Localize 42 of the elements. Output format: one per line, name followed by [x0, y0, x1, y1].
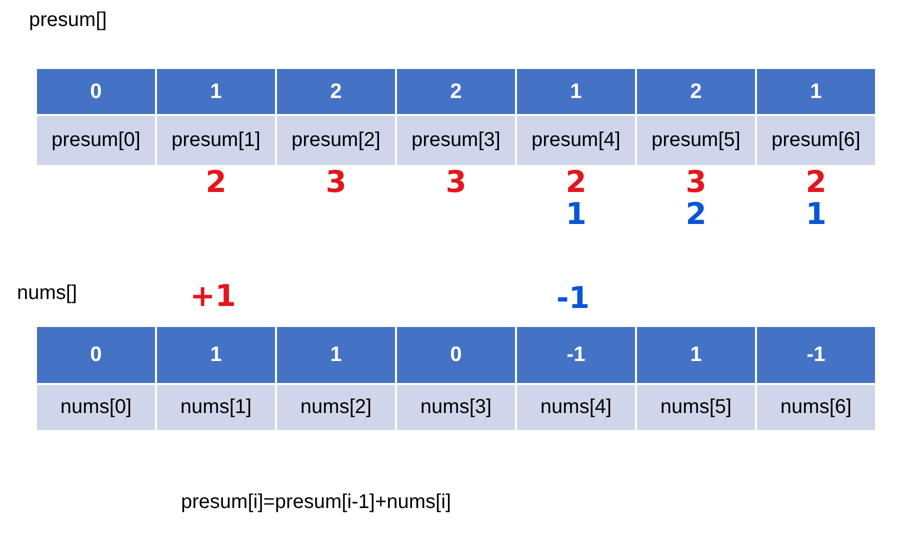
handwritten-number: 3 [326, 168, 346, 198]
table-cell: nums[0] [37, 385, 155, 430]
table-cell: nums[1] [157, 385, 275, 430]
handwritten-number: 2 [206, 168, 226, 198]
table-cell: nums[5] [637, 385, 755, 430]
table-cell: nums[6] [757, 385, 875, 430]
table-header-cell: 1 [157, 327, 275, 383]
handwritten-number: 1 [806, 200, 826, 230]
table-header-cell: 0 [397, 327, 515, 383]
table-cell: presum[5] [637, 116, 755, 165]
handwritten-number: 2 [806, 168, 826, 198]
table-cell: presum[3] [397, 116, 515, 165]
table-header-cell: 1 [757, 69, 875, 114]
handwritten-number: 3 [686, 168, 706, 198]
table-header-cell: 1 [157, 69, 275, 114]
table-cell: nums[4] [517, 385, 635, 430]
table-header-cell: -1 [517, 327, 635, 383]
handwritten-number: -1 [556, 284, 590, 314]
table-cell: nums[2] [277, 385, 395, 430]
array-label: nums[] [17, 282, 78, 305]
table-cell: presum[6] [757, 116, 875, 165]
table-header-cell: 0 [37, 327, 155, 383]
handwritten-number: 2 [566, 168, 586, 198]
handwritten-number: 1 [566, 200, 586, 230]
handwritten-number: +1 [190, 282, 236, 312]
formula-text: presum[i]=presum[i-1]+nums[i] [181, 491, 452, 514]
array-label: presum[] [29, 9, 107, 32]
table-header-cell: 1 [277, 327, 395, 383]
table-header-cell: 2 [637, 69, 755, 114]
table-header-cell: 2 [397, 69, 515, 114]
table-cell: presum[1] [157, 116, 275, 165]
table-header-cell: 1 [517, 69, 635, 114]
table-header-cell: -1 [757, 327, 875, 383]
handwritten-number: 3 [446, 168, 466, 198]
handwritten-number: 2 [686, 200, 706, 230]
table-header-cell: 1 [637, 327, 755, 383]
table-cell: presum[0] [37, 116, 155, 165]
table-header-cell: 2 [277, 69, 395, 114]
table-header-cell: 0 [37, 69, 155, 114]
table-cell: nums[3] [397, 385, 515, 430]
table-cell: presum[2] [277, 116, 395, 165]
table-cell: presum[4] [517, 116, 635, 165]
